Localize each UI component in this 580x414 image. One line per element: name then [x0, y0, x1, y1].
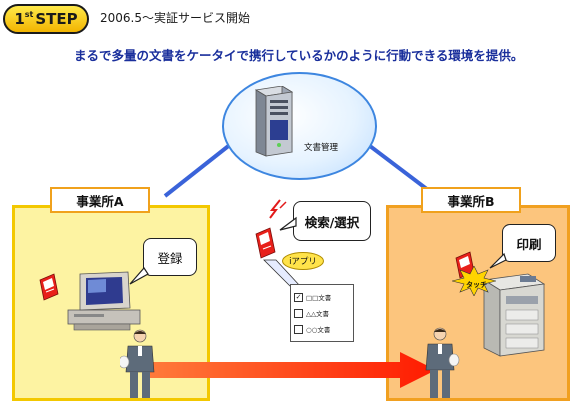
iappli-badge: iアプリ: [282, 252, 324, 270]
bubble-tail-register: [129, 267, 149, 285]
date-line: 2006.5～実証サービス開始: [100, 11, 250, 25]
office-a-label: 事業所A: [50, 187, 150, 213]
signal-waves-icon: [269, 199, 287, 219]
person-icon: [425, 327, 460, 398]
bubble-tail-search: [279, 216, 297, 231]
mobile-phone-icon: [39, 273, 59, 301]
flow-arrow: [150, 352, 436, 388]
list-item: ○○文書: [294, 321, 350, 337]
connector-to-office-a: [163, 138, 238, 198]
speech-bubble-register: 登録: [143, 238, 197, 276]
touch-label: タッチ: [466, 281, 487, 289]
list-item-text: □□文書: [306, 294, 332, 302]
document-list-card: ✓ □□文書 △△文書 ○○文書: [290, 284, 354, 342]
touch-burst-icon: [452, 266, 496, 296]
list-item: ✓ □□文書: [294, 289, 350, 305]
server-icon: [254, 86, 294, 157]
list-item: △△文書: [294, 305, 350, 321]
desktop-computer-icon: [67, 271, 141, 331]
step-word: STEP: [35, 10, 78, 28]
step-suffix: st: [24, 10, 34, 19]
list-item-text: ○○文書: [306, 326, 331, 334]
checkbox: ✓: [294, 292, 303, 302]
office-b-label: 事業所B: [421, 187, 521, 213]
server-ellipse: [222, 72, 377, 180]
bubble-tail-print: [489, 252, 507, 269]
page-subtitle: まるで多量の文書をケータイで携行しているかのように行動できる環境を提供。: [74, 48, 524, 63]
speech-bubble-search-select: 検索/選択: [293, 201, 371, 241]
server-caption: 文書管理: [304, 143, 339, 153]
step-number: 1: [14, 10, 25, 28]
list-item-text: △△文書: [306, 310, 329, 318]
connector-to-office-b: [360, 138, 438, 198]
speech-bubble-print: 印刷: [502, 224, 556, 262]
checkbox: [294, 308, 303, 318]
person-icon: [120, 329, 155, 398]
mobile-phone-icon: [255, 227, 276, 259]
multifunction-printer-icon: [482, 273, 546, 357]
checkbox: [294, 324, 303, 334]
